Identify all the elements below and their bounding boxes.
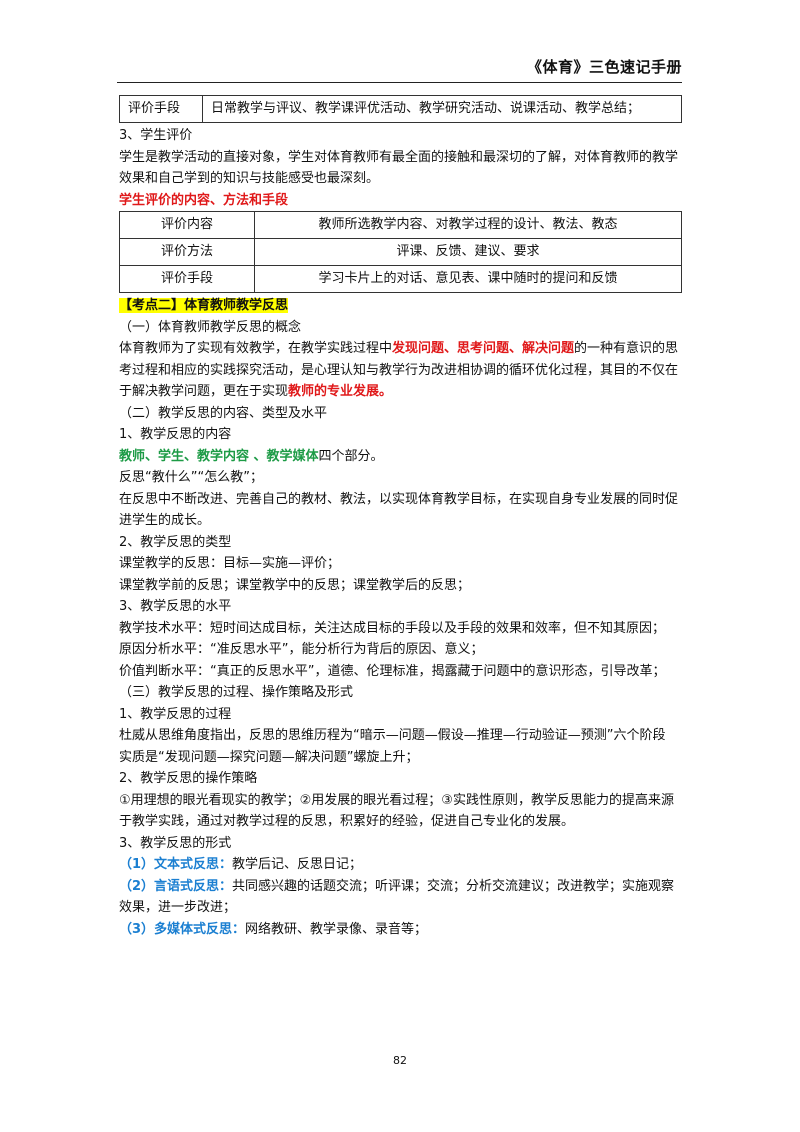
paragraph: 课堂教学前的反思；课堂教学中的反思；课堂教学后的反思； xyxy=(119,577,471,593)
exam-point-heading: 【考点二】体育教师教学反思 xyxy=(119,298,289,313)
page-number: 82 xyxy=(393,1054,407,1067)
list-item: （1）文本式反思：教学后记、反思日记； xyxy=(119,854,682,876)
text-run: 的一种有意识的思考过程和相应的实践探究活动，是心理认知与教学行为改进相协调的循环… xyxy=(119,341,679,399)
red-emphasis: 教师的专业发展。 xyxy=(288,384,393,399)
paragraph: 实质是“发现问题—探究问题—解决问题”螺旋上升； xyxy=(119,749,419,765)
table-row: 评价手段 日常教学与评议、教学课评优活动、教学研究活动、说课活动、教学总结； xyxy=(119,95,682,123)
paragraph: 原因分析水平：“准反思水平”，能分析行为背后的原因、意义； xyxy=(119,642,484,657)
subsection-heading: 3、教学反思的水平 xyxy=(119,599,232,614)
table-cell-value: 学习卡片上的对话、意见表、课中随时的提问和反馈 xyxy=(254,265,682,293)
table-cell-label: 评价方法 xyxy=(119,238,255,266)
paragraph: 价值判断水平：“真正的反思水平”，道德、伦理标准，揭露藏于问题中的意识形态，引导… xyxy=(119,663,666,679)
header-divider xyxy=(117,82,682,83)
table-cell-value: 日常教学与评议、教学课评优活动、教学研究活动、说课活动、教学总结； xyxy=(202,95,682,123)
paragraph: 学生是教学活动的直接对象，学生对体育教师有最全面的接触和最深切的了解，对体育教师… xyxy=(119,149,679,187)
table-row: 评价方法 评课、反馈、建议、要求 xyxy=(119,238,682,266)
main-content: 评价手段 日常教学与评议、教学课评优活动、教学研究活动、说课活动、教学总结； 3… xyxy=(119,95,682,940)
text-run: 教学后记、反思日记； xyxy=(232,857,363,872)
section-heading: （二）教学反思的内容、类型及水平 xyxy=(119,405,328,421)
text-run: 体育教师为了实现有效教学，在教学实践过程中 xyxy=(119,341,393,356)
student-evaluation-table: 评价内容 教师所选教学内容、对教学过程的设计、教法、教态 评价方法 评课、反馈、… xyxy=(119,211,682,293)
table-cell-label: 评价内容 xyxy=(119,211,255,239)
paragraph: 体育教师为了实现有效教学，在教学实践过程中发现问题、思考问题、解决问题的一种有意… xyxy=(119,338,682,403)
table-cell-value: 教师所选教学内容、对教学过程的设计、教法、教态 xyxy=(254,211,682,239)
section-heading: 3、学生评价 xyxy=(119,128,193,143)
list-item: （3）多媒体式反思：网络教研、教学录像、录音等； xyxy=(119,919,682,941)
table-cell-label: 评价手段 xyxy=(119,265,255,293)
evaluation-means-table: 评价手段 日常教学与评议、教学课评优活动、教学研究活动、说课活动、教学总结； xyxy=(119,95,682,123)
paragraph: 教师、学生、教学内容 、教学媒体四个部分。 xyxy=(119,446,682,468)
page-header-title: 《体育》三色速记手册 xyxy=(526,58,682,76)
subsection-heading: 1、教学反思的过程 xyxy=(119,706,232,722)
subsection-heading: 1、教学反思的内容 xyxy=(119,427,232,442)
table-row: 评价手段 学习卡片上的对话、意见表、课中随时的提问和反馈 xyxy=(119,265,682,293)
text-run: 四个部分。 xyxy=(318,448,384,464)
section-heading: （三）教学反思的过程、操作策略及形式 xyxy=(119,685,354,700)
blue-label: （2）言语式反思： xyxy=(119,878,233,894)
blue-label: （1）文本式反思： xyxy=(119,857,233,872)
paragraph: 在反思中不断改进、完善自己的教材、教法，以实现体育教学目标，在实现自身专业发展的… xyxy=(119,491,679,529)
green-emphasis: 教师、学生、教学内容 、教学媒体 xyxy=(119,448,319,464)
blue-label: （3）多媒体式反思： xyxy=(119,921,246,937)
paragraph: 课堂教学的反思：目标—实施—评价； xyxy=(119,556,341,571)
text-run: 共同感兴趣的话题交流；听评课；交流；分析交流建议；改进教学；实施观察效果，进一步… xyxy=(119,878,675,916)
table-cell-value: 评课、反馈、建议、要求 xyxy=(254,238,682,266)
red-emphasis: 发现问题、思考问题、解决问题 xyxy=(392,341,575,356)
list-item: （2）言语式反思：共同感兴趣的话题交流；听评课；交流；分析交流建议；改进教学；实… xyxy=(119,876,682,919)
red-heading: 学生评价的内容、方法和手段 xyxy=(119,192,289,208)
paragraph: 反思“教什么”“怎么教”； xyxy=(119,470,263,485)
subsection-heading: 2、教学反思的操作策略 xyxy=(119,771,258,786)
table-cell-label: 评价手段 xyxy=(119,95,203,123)
table-row: 评价内容 教师所选教学内容、对教学过程的设计、教法、教态 xyxy=(119,211,682,239)
section-heading: （一）体育教师教学反思的概念 xyxy=(119,319,302,335)
subsection-heading: 3、教学反思的形式 xyxy=(119,835,232,851)
paragraph: 教学技术水平：短时间达成目标，关注达成目标的手段以及手段的效果和效率，但不知其原… xyxy=(119,620,666,636)
paragraph: 杜威从思维角度指出，反思的思维历程为“暗示—问题—假设—推理—行动验证—预测”六… xyxy=(119,728,666,743)
paragraph: ①用理想的眼光看现实的教学；②用发展的眼光看过程；③实践性原则，教学反思能力的提… xyxy=(119,792,674,830)
subsection-heading: 2、教学反思的类型 xyxy=(119,534,232,550)
text-run: 网络教研、教学录像、录音等； xyxy=(245,921,428,937)
